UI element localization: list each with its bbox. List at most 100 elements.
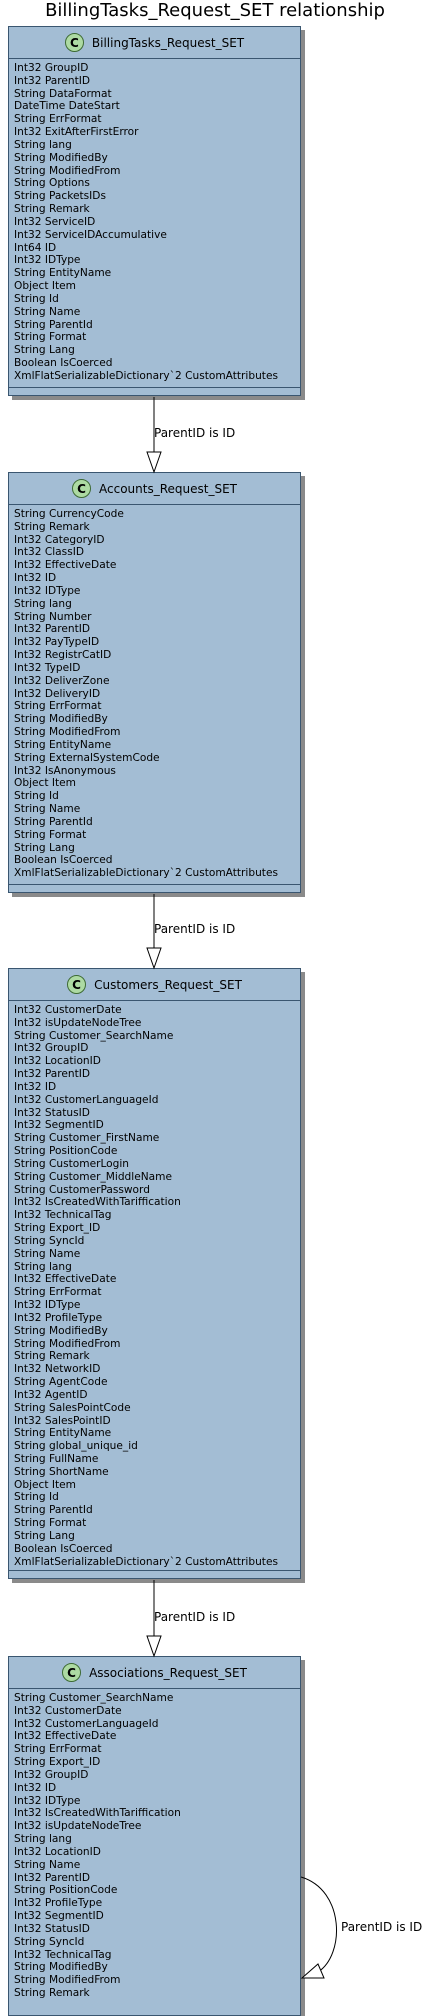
attribute: Int32 ProfileType xyxy=(14,1311,103,1324)
attribute: String Name xyxy=(14,305,81,318)
attribute: String Remark xyxy=(14,520,90,533)
attribute: String SalesPointCode xyxy=(14,1401,131,1414)
class-accounts-request-set[interactable]: C Accounts_Request_SET String CurrencyCo… xyxy=(8,472,301,893)
attribute: Int32 ProfileType xyxy=(14,1897,103,1910)
class-c-icon: C xyxy=(67,975,87,994)
attribute: Int32 ServiceIDAccumulative xyxy=(14,228,167,241)
attribute: Int32 NetworkID xyxy=(14,1363,101,1376)
attribute: Int32 isUpdateNodeTree xyxy=(14,1016,142,1029)
attribute: String PacketsIDs xyxy=(14,190,106,203)
class-name: Customers_Request_SET xyxy=(94,977,242,992)
attribute: String CurrencyCode xyxy=(14,508,124,520)
class-header: C Accounts_Request_SET xyxy=(9,473,300,505)
attribute: String Name xyxy=(14,803,81,816)
attribute: String SyncId xyxy=(14,1234,85,1247)
attribute: XmlFlatSerializableDictionary`2 CustomAt… xyxy=(14,369,278,382)
attribute: Boolean IsCoerced xyxy=(14,854,113,867)
attribute: String ModifiedFrom xyxy=(14,1974,121,1987)
attribute: String Lang xyxy=(14,1529,75,1542)
attribute: Int32 ID xyxy=(14,1781,57,1794)
attribute: String Id xyxy=(14,790,59,803)
attribute: String ParentId xyxy=(14,815,93,828)
class-c-icon: C xyxy=(62,1663,82,1682)
attribute: Int32 RegistrCatID xyxy=(14,649,112,662)
attribute: String ErrFormat xyxy=(14,113,102,126)
attribute: Int32 IDType xyxy=(14,1794,81,1807)
attribute: Int32 IsAnonymous xyxy=(14,764,116,777)
attribute: Int32 CustomerLanguageId xyxy=(14,1093,159,1106)
attribute: Int32 CustomerDate xyxy=(14,1704,122,1717)
attribute: Int32 DeliveryID xyxy=(14,687,101,700)
attribute: Int32 EffectiveDate xyxy=(14,1273,117,1286)
attribute: Int32 ExitAfterFirstError xyxy=(14,126,139,139)
attribute: Int32 DeliverZone xyxy=(14,674,110,687)
attribute: String CustomerPassword xyxy=(14,1183,150,1196)
self-relation-arrow xyxy=(300,1876,337,1979)
attribute: String EntityName xyxy=(14,738,112,751)
attribute: String Customer_MiddleName xyxy=(14,1170,172,1183)
attribute-list: String Customer_SearchName Int32 Custome… xyxy=(9,1689,300,2000)
attribute: String SyncId xyxy=(14,1935,85,1948)
methods-compartment xyxy=(9,884,300,892)
attribute: Int64 ID xyxy=(14,241,57,254)
attribute: String EntityName xyxy=(14,1427,112,1440)
attribute: Int32 isUpdateNodeTree xyxy=(14,1820,142,1833)
attribute: String FullName xyxy=(14,1452,99,1465)
attribute: Int32 SalesPointID xyxy=(14,1414,111,1427)
attribute: Int32 TechnicalTag xyxy=(14,1948,112,1961)
attribute: String ErrFormat xyxy=(14,1743,102,1756)
attribute: Int32 ParentID xyxy=(14,1871,91,1884)
attribute: String lang xyxy=(14,1833,72,1846)
class-billingtasks-request-set[interactable]: C BillingTasks_Request_SET Int32 GroupID… xyxy=(8,26,301,396)
attribute: String Remark xyxy=(14,1987,90,2000)
class-name: Accounts_Request_SET xyxy=(99,481,237,496)
attribute: String PositionCode xyxy=(14,1145,118,1158)
attribute-list: Int32 CustomerDate Int32 isUpdateNodeTre… xyxy=(9,1001,300,1568)
class-name: Associations_Request_SET xyxy=(89,1665,247,1680)
attribute: Int32 EffectiveDate xyxy=(14,559,117,572)
attribute: Int32 CustomerDate xyxy=(14,1004,122,1016)
class-associations-request-set[interactable]: C Associations_Request_SET String Custom… xyxy=(8,1656,301,2016)
attribute: String Format xyxy=(14,1517,87,1530)
attribute: Object Item xyxy=(14,1478,76,1491)
attribute: Int32 GroupID xyxy=(14,62,89,74)
attribute: String Remark xyxy=(14,203,90,216)
attribute: Int32 StatusID xyxy=(14,1106,90,1119)
attribute: String global_unique_id xyxy=(14,1440,138,1453)
attribute: String lang xyxy=(14,1260,72,1273)
attribute: String Id xyxy=(14,1491,59,1504)
class-c-icon: C xyxy=(72,479,91,498)
attribute: String ExternalSystemCode xyxy=(14,751,160,764)
attribute: String AgentCode xyxy=(14,1376,108,1389)
attribute: Int32 ServiceID xyxy=(14,215,96,228)
attribute: String CustomerLogin xyxy=(14,1157,130,1170)
attribute: String lang xyxy=(14,597,72,610)
class-customers-request-set[interactable]: C Customers_Request_SET Int32 CustomerDa… xyxy=(8,968,301,1579)
attribute: String Name xyxy=(14,1858,81,1871)
attribute: String ShortName xyxy=(14,1465,109,1478)
attribute: Int32 GroupID xyxy=(14,1768,89,1781)
attribute: String ModifiedBy xyxy=(14,151,108,164)
attribute: String ParentId xyxy=(14,1504,93,1517)
attribute: Int32 SegmentID xyxy=(14,1119,104,1132)
attribute: String ErrFormat xyxy=(14,1286,102,1299)
relation-label: ParentID is ID xyxy=(154,426,236,440)
diagram-title: BillingTasks_Request_SET relationship xyxy=(45,0,385,21)
attribute: String ModifiedBy xyxy=(14,1324,108,1337)
attribute: XmlFlatSerializableDictionary`2 CustomAt… xyxy=(14,867,278,880)
attribute: Int32 GroupID xyxy=(14,1042,89,1055)
attribute: DateTime DateStart xyxy=(14,100,120,113)
attribute: Int32 TypeID xyxy=(14,661,81,674)
attribute: Int32 IDType xyxy=(14,254,81,267)
attribute: String ModifiedBy xyxy=(14,1961,108,1974)
attribute: String Remark xyxy=(14,1350,90,1363)
attribute: String ModifiedFrom xyxy=(14,726,121,739)
attribute: String Export_ID xyxy=(14,1756,101,1769)
attribute: Int32 SegmentID xyxy=(14,1910,104,1923)
relation-label: ParentID is ID xyxy=(154,1610,236,1624)
attribute: Int32 CustomerLanguageId xyxy=(14,1717,159,1730)
attribute: String Format xyxy=(14,331,87,344)
attribute: Int32 CategoryID xyxy=(14,533,105,546)
attribute: Int32 IsCreatedWithTariffication xyxy=(14,1196,181,1209)
attribute: Int32 PayTypeID xyxy=(14,636,100,649)
